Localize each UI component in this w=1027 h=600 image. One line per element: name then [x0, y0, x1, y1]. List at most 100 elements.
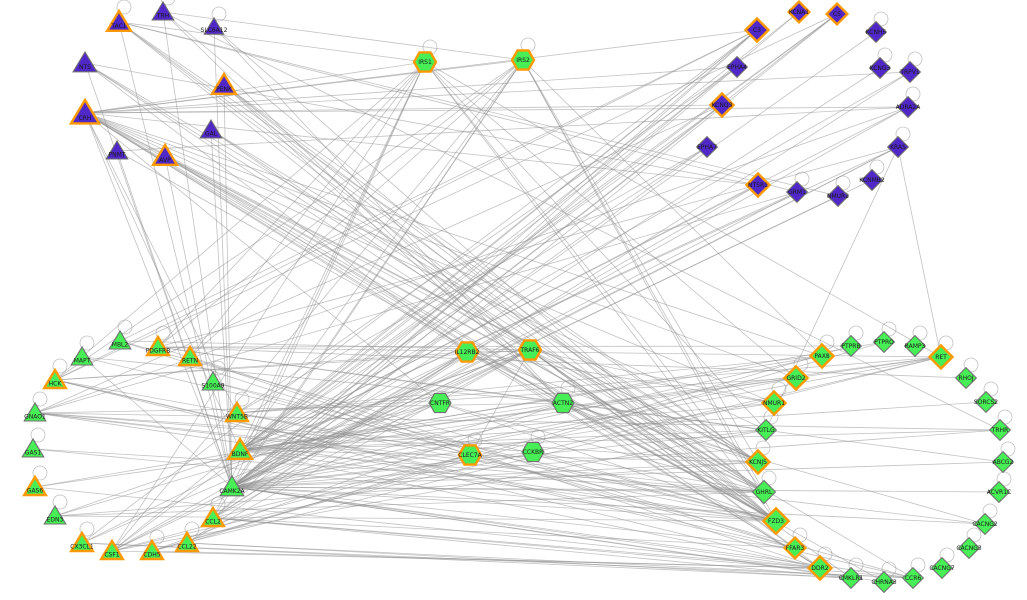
- node-KRAS[interactable]: KRAS: [886, 135, 910, 159]
- node-TRPV1[interactable]: TRPV1: [898, 60, 922, 84]
- node-RHOJ[interactable]: RHOJ: [954, 366, 978, 390]
- triangle-shape: [23, 401, 47, 422]
- edge-EPHA7-CAMK2A: [231, 146, 708, 488]
- edge-WNT5B-PAX8: [236, 355, 823, 414]
- edge-AVP-KCNJ5: [164, 155, 759, 463]
- edge-IRS2-GHRL: [522, 59, 765, 493]
- edge-KRAS-RET: [897, 146, 942, 358]
- edge-TAC1-FZD3: [118, 21, 777, 522]
- node-KCNH5[interactable]: KCNH5: [864, 20, 888, 44]
- node-EPHA4[interactable]: EPHA4: [725, 55, 749, 79]
- edge-GAL-GHRL: [210, 129, 765, 493]
- edge-CDH5-PTPRB: [151, 345, 852, 552]
- node-ABCG2[interactable]: ABCG2: [991, 450, 1015, 474]
- edge-BDNF-PAX8: [239, 355, 823, 451]
- edge-NTS-FZD3: [84, 62, 777, 522]
- node-KCNA1[interactable]: KCNA1: [786, 0, 812, 25]
- node-FFAR3[interactable]: FFAR3: [782, 535, 808, 561]
- node-CCKBR[interactable]: CCKBR: [521, 441, 545, 463]
- diamond-shape: [987, 480, 1011, 504]
- hexagon-shape: [457, 444, 483, 466]
- triangle-shape: [145, 334, 171, 357]
- node-PTPRO[interactable]: PTPRO: [872, 330, 896, 354]
- diamond-shape: [785, 180, 809, 204]
- edge-IL12RB2-GHRL: [466, 351, 765, 493]
- edge-IRS1-FZD3: [424, 61, 777, 522]
- edge-EPHA4-CAMK2A: [231, 66, 738, 488]
- edge-GAL-KCNJ5: [210, 129, 759, 463]
- edge-PENK-ACTN2: [223, 84, 564, 404]
- node-CCR6[interactable]: CCR6: [901, 566, 925, 590]
- edge-WNT5B-FZD3: [236, 412, 777, 522]
- edge-GAS6-DDR2: [34, 486, 821, 569]
- node-TAC1[interactable]: TAC1: [105, 8, 133, 32]
- node-PNMT[interactable]: PNMT: [105, 139, 129, 160]
- edge-PENK-TRAF6: [223, 84, 531, 351]
- edge-CAMK2A-KCNJ5: [231, 461, 759, 488]
- node-C5[interactable]: C5: [824, 1, 850, 27]
- edge-BDNF-GHRL: [239, 449, 765, 493]
- edge-CCL2-DDR2: [212, 517, 821, 569]
- edge-CX3CL1-CCR6: [81, 542, 914, 579]
- triangle-shape: [151, 142, 179, 167]
- node-IRS2[interactable]: IRS2: [510, 49, 536, 71]
- node-NMUR2[interactable]: NMUR2: [826, 184, 849, 208]
- edge-EDN3-GHRL: [54, 491, 765, 517]
- edge-ACTN2-CACNG2: [562, 402, 986, 525]
- node-GRM1[interactable]: GRM1: [785, 180, 809, 204]
- diamond-shape: [708, 91, 736, 119]
- node-IRS1[interactable]: IRS1: [412, 51, 438, 73]
- edge-TRAF6-CAMK2A: [231, 349, 531, 488]
- self-loop-GNAO1: [32, 391, 48, 407]
- node-TRHR[interactable]: TRHR: [988, 418, 1012, 442]
- edge-MAPT-FZD3: [81, 356, 777, 522]
- node-FZD3[interactable]: FZD3: [761, 506, 791, 536]
- triangle-shape: [68, 97, 102, 125]
- node-ACTN2[interactable]: ACTN2: [551, 392, 575, 414]
- edge-AVP-CAMK2A: [164, 155, 233, 488]
- node-CX3CL1[interactable]: CX3CL1: [69, 530, 95, 553]
- triangle-shape: [200, 505, 226, 528]
- node-PDGFRB[interactable]: PDGFRB: [145, 334, 171, 357]
- edge-TRAF6-CLEC7A: [469, 349, 531, 456]
- node-RAMP3[interactable]: RAMP3: [903, 334, 927, 358]
- node-C3[interactable]: C3: [743, 16, 771, 44]
- edge-TRH-IRS2: [162, 11, 524, 61]
- diamond-shape: [761, 506, 791, 536]
- edge-IRS1-RET: [424, 61, 942, 358]
- edge-CCL2-CMKLR1: [212, 517, 852, 579]
- edge-IRS1-PDGFRB: [157, 61, 426, 348]
- self-loop-SLC6A12: [211, 6, 227, 22]
- node-NTSR1[interactable]: NTSR1: [744, 171, 772, 199]
- diamond-shape: [744, 448, 772, 476]
- node-EPHA7[interactable]: EPHA7: [695, 135, 719, 159]
- diamond-shape: [927, 343, 955, 371]
- node-CNTFR[interactable]: CNTFR: [428, 392, 452, 414]
- edge-CCL2-FFAR3: [212, 517, 796, 549]
- node-GAL[interactable]: GAL: [199, 118, 223, 139]
- triangle-shape: [69, 530, 95, 553]
- diamond-shape: [808, 342, 836, 370]
- hexagon-shape: [551, 392, 575, 414]
- edge-IRS2-BDNF: [239, 59, 524, 451]
- edge-HCK-DDR2: [54, 379, 821, 569]
- self-loop-TAC1: [116, 0, 132, 15]
- diamond-shape: [743, 16, 771, 44]
- diamond-shape: [864, 20, 888, 44]
- edge-CRH-KITLG: [84, 112, 767, 431]
- diamond-shape: [973, 512, 997, 536]
- node-TRAF6[interactable]: TRAF6: [517, 339, 543, 361]
- edge-CRH-BDNF: [84, 112, 241, 451]
- edge-TAC1-IRS1: [118, 21, 426, 63]
- node-KCNG3[interactable]: KCNG3: [868, 56, 892, 80]
- node-NTS[interactable]: NTS: [72, 50, 98, 73]
- self-loop-GAS6: [32, 465, 48, 481]
- self-loop-TRH: [160, 0, 176, 6]
- edge-EDN3-KCNJ5: [54, 461, 759, 517]
- diamond-shape: [786, 0, 812, 25]
- self-loop-CDH5: [149, 529, 165, 545]
- edge-PDGFRB-KITLG: [157, 346, 767, 431]
- diamond-shape: [886, 135, 910, 159]
